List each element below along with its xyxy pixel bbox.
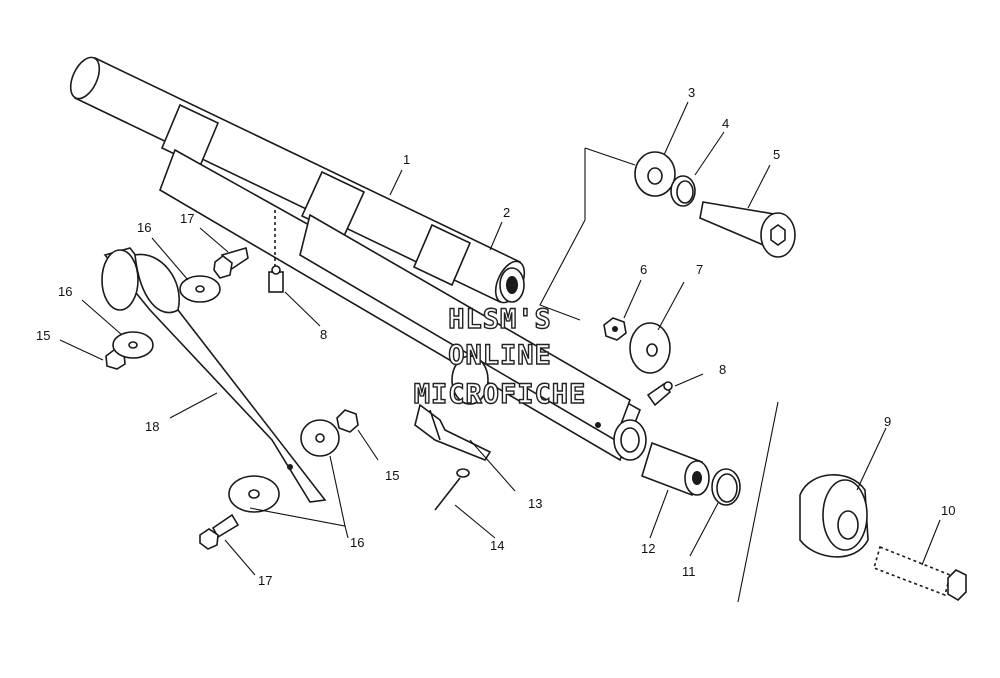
torque-arm-icon [101, 247, 327, 503]
callout-5: 5 [773, 147, 780, 162]
bushing-icon [499, 267, 525, 303]
callout-15b: 15 [385, 468, 399, 483]
bolt-icon [213, 246, 249, 279]
callout-17b: 17 [258, 573, 272, 588]
washer-icon [300, 419, 340, 457]
callout-11: 11 [682, 564, 696, 579]
watermark-line-1: HLSM'S [448, 304, 552, 335]
callout-17: 17 [180, 211, 194, 226]
watermark-line-3: MICROFICHE [414, 379, 587, 410]
callout-8: 8 [320, 327, 327, 342]
callout-9: 9 [884, 414, 891, 429]
snap-ring-icon [670, 175, 696, 207]
nut-icon [603, 317, 627, 341]
callout-4: 4 [722, 116, 729, 131]
watermark-line-2: ONLINE [448, 340, 552, 371]
callout-6: 6 [640, 262, 647, 277]
callout-16b: 16 [137, 220, 151, 235]
callout-labels: 1 2 3 4 5 6 7 8 8 9 10 11 12 13 14 15 15… [36, 85, 955, 588]
watermark: HLSM'S ONLINE MICROFICHE [413, 303, 587, 410]
callout-18: 18 [145, 419, 159, 434]
washer-icon [634, 151, 676, 197]
shoulder-bolt-icon [699, 201, 796, 258]
washer-icon [629, 322, 671, 374]
callout-16: 16 [58, 284, 72, 299]
nut-icon [336, 409, 359, 433]
washer-icon [112, 331, 154, 359]
callout-3: 3 [688, 85, 695, 100]
rivet-icon [434, 468, 470, 511]
bolt-icon [199, 513, 240, 550]
callout-15: 15 [36, 328, 50, 343]
leader-lines [59, 101, 941, 576]
callout-10: 10 [941, 503, 955, 518]
o-ring-icon [711, 468, 741, 506]
grease-fitting-icon [268, 210, 284, 293]
divider-line [737, 401, 779, 603]
washer-icon [228, 475, 280, 513]
bearing-housing-icon [799, 474, 869, 558]
callout-16c: 16 [350, 535, 364, 550]
callout-14: 14 [490, 538, 504, 553]
callout-2: 2 [503, 205, 510, 220]
callout-1: 1 [403, 152, 410, 167]
bracket-icon [414, 403, 492, 461]
callout-13: 13 [528, 496, 542, 511]
swing-arm-icon [159, 148, 647, 462]
grease-fitting-icon [646, 381, 673, 407]
axle-bolt-icon [873, 545, 967, 602]
bushing-icon [641, 441, 710, 497]
callout-7: 7 [696, 262, 703, 277]
callout-8b: 8 [719, 362, 726, 377]
washer-icon [179, 275, 221, 303]
callout-12: 12 [641, 541, 655, 556]
